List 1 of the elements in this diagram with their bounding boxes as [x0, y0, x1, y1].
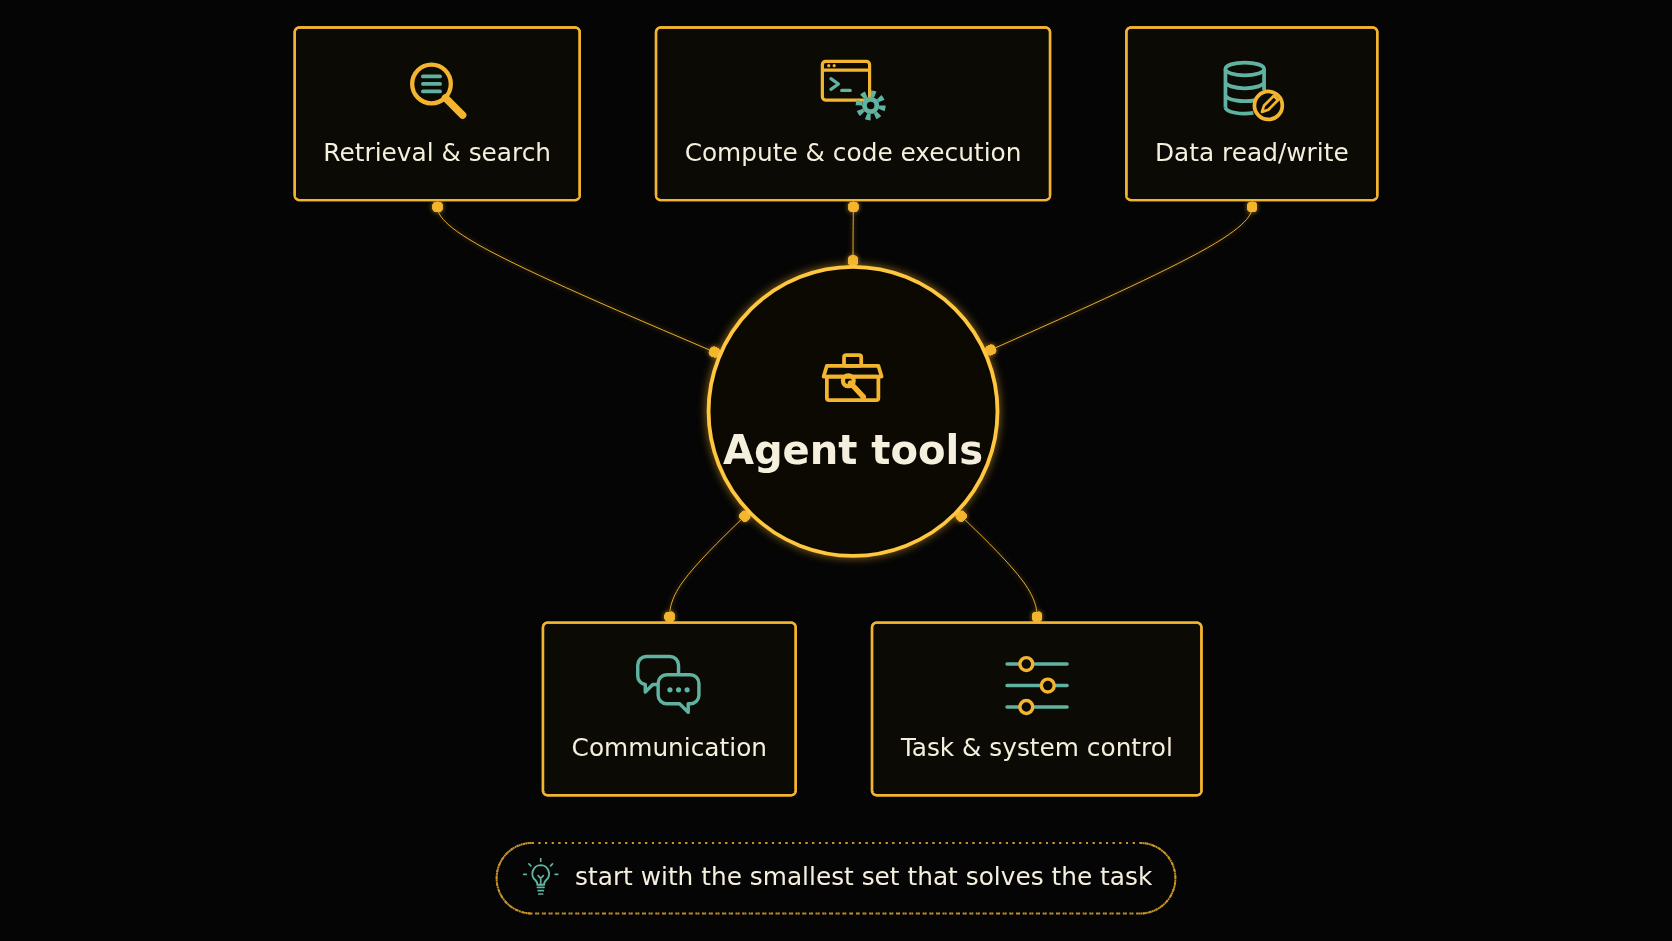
node-circle: Agent tools: [706, 265, 1000, 558]
